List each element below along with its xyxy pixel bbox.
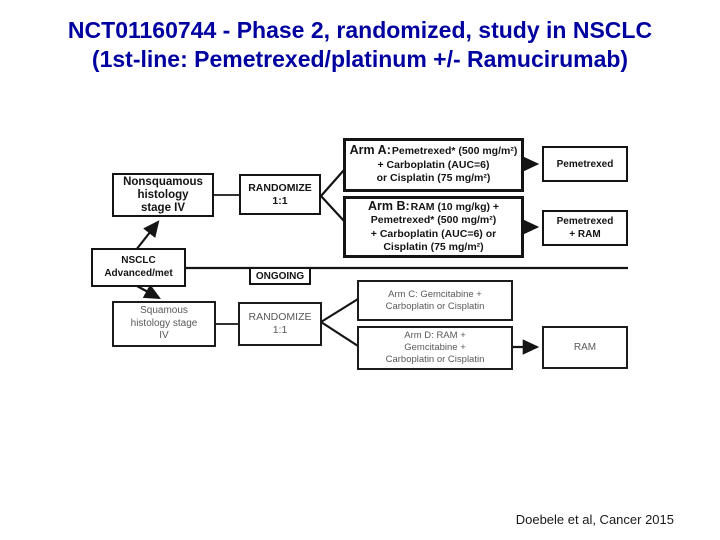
slide-title-line1: NCT01160744 - Phase 2, randomized, study… [67,17,653,43]
arm-c-regimen: Arm C: Gemcitabine + Carboplatin or Cisp… [385,288,485,312]
arm-a-prefix: Arm A: [349,143,391,158]
connector-randomize-arm-d [320,321,359,347]
maintenance-pemetrexed-label: Pemetrexed [556,158,614,170]
randomize-top-box: RANDOMIZE 1:1 [239,174,321,215]
maintenance-pemetrexed-box: Pemetrexed [542,146,628,182]
arm-a-regimen: Pemetrexed* (500 mg/m²) + Carboplatin (A… [376,145,518,185]
connector-randomize-arm-a [320,169,345,197]
randomize-bottom-label: RANDOMIZE 1:1 [248,311,312,336]
nonsquamous-histology-box: Nonsquamous histology stage IV [112,173,214,217]
arm-d-box: Arm D: RAM + Gemcitabine + Carboplatin o… [357,326,513,370]
arm-d-regimen: Arm D: RAM + Gemcitabine + Carboplatin o… [385,330,485,365]
randomize-top-label: RANDOMIZE 1:1 [248,181,312,207]
slide-title: NCT01160744 - Phase 2, randomized, study… [0,16,720,74]
nsclc-label: NSCLC Advanced/met [104,255,173,279]
squamous-histology-label: Squamous histology stage IV [130,305,198,342]
arm-b-regimen: RAM (10 mg/kg) + Pemetrexed* (500 mg/m²)… [370,200,500,254]
ongoing-label: ONGOING [255,270,305,282]
connector-randomize-arm-c [320,298,359,323]
nsclc-box: NSCLC Advanced/met [91,248,186,287]
arm-c-box: Arm C: Gemcitabine + Carboplatin or Cisp… [357,280,513,321]
arm-b-prefix: Arm B: [367,198,410,213]
maintenance-pemetrexed-ram-label: Pemetrexed + RAM [556,216,614,240]
arm-b-box: Arm B:RAM (10 mg/kg) + Pemetrexed* (500 … [343,196,524,258]
connector-randomize-arm-b [320,195,345,222]
arm-a-box: Arm A:Pemetrexed* (500 mg/m²) + Carbopla… [343,138,524,192]
maintenance-ram-label: RAM [573,342,597,353]
maintenance-pemetrexed-ram-box: Pemetrexed + RAM [542,210,628,246]
arrow-nsclc-squamous [136,284,161,300]
maintenance-ram-box: RAM [542,326,628,369]
slide-title-line2: (1st-line: Pemetrexed/platinum +/- Ramuc… [91,46,629,72]
citation: Doebele et al, Cancer 2015 [515,512,674,527]
arrow-nsclc-nonsquamous [135,220,160,251]
squamous-histology-box: Squamous histology stage IV [112,301,216,347]
ongoing-box: ONGOING [249,267,311,285]
randomize-bottom-box: RANDOMIZE 1:1 [238,302,322,346]
nonsquamous-histology-label: Nonsquamous histology stage IV [123,175,203,214]
